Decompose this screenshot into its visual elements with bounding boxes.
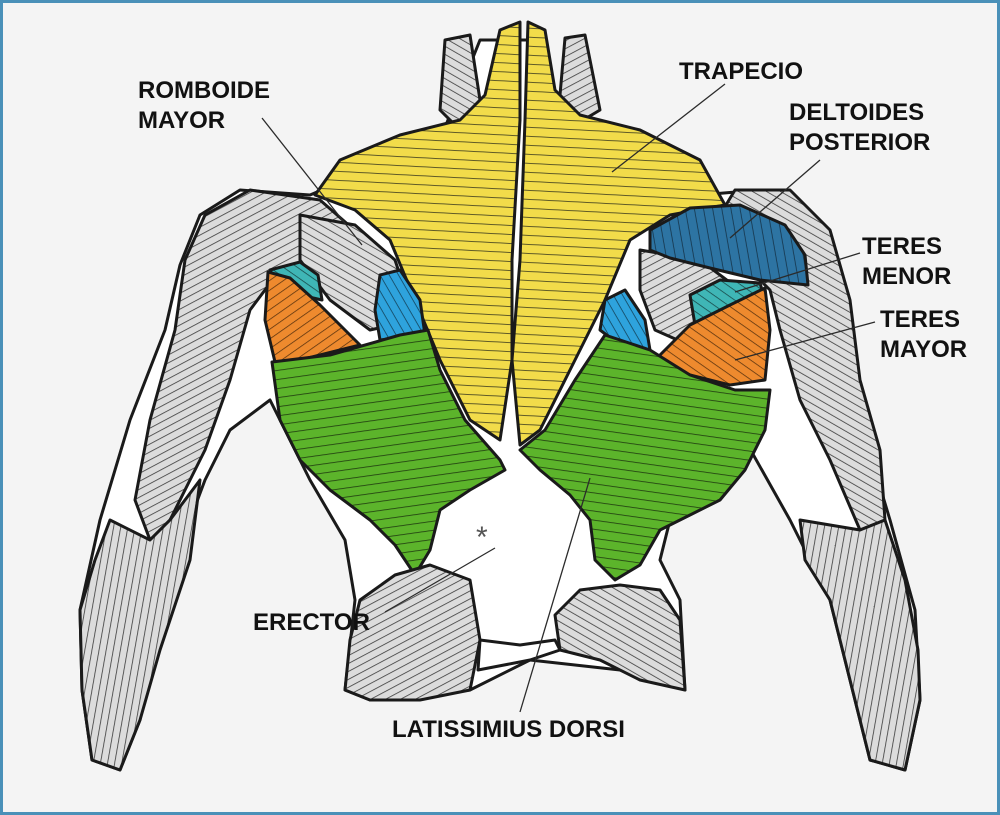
erector-right-lower bbox=[553, 583, 687, 692]
label-deltoides-line2: POSTERIOR bbox=[789, 129, 930, 156]
right-forearm bbox=[798, 518, 922, 772]
asterisk-marker: * bbox=[476, 521, 488, 554]
deltoid-posterior-right bbox=[648, 203, 810, 287]
label-teres-mayor-line1: TERES bbox=[880, 306, 960, 333]
label-trapecio: TRAPECIO bbox=[679, 58, 803, 85]
latissimus-right bbox=[518, 333, 772, 582]
leader-teres-menor bbox=[734, 252, 861, 293]
label-teres-menor-line1: TERES bbox=[862, 233, 942, 260]
label-romboide-line2: MAYOR bbox=[138, 107, 225, 134]
leader-lines bbox=[261, 83, 876, 713]
label-erector: ERECTOR bbox=[253, 609, 370, 636]
latissimus-left bbox=[270, 328, 507, 577]
leader-romboide bbox=[261, 117, 363, 246]
leader-erector bbox=[384, 547, 496, 613]
label-romboide-line1: ROMBOIDE bbox=[138, 77, 270, 104]
left-forearm bbox=[78, 478, 202, 772]
leader-teres-mayor bbox=[734, 321, 876, 361]
trapezius-right bbox=[510, 20, 727, 447]
label-teres-menor-line2: MENOR bbox=[862, 263, 951, 290]
label-teres-mayor-line2: MAYOR bbox=[880, 336, 967, 363]
leader-deltoides bbox=[729, 159, 821, 239]
leader-latissimius bbox=[519, 477, 591, 713]
leader-trapecio bbox=[611, 83, 726, 173]
label-latissimius: LATISSIMIUS DORSI bbox=[392, 716, 625, 743]
label-deltoides-line1: DELTOIDES bbox=[789, 99, 924, 126]
